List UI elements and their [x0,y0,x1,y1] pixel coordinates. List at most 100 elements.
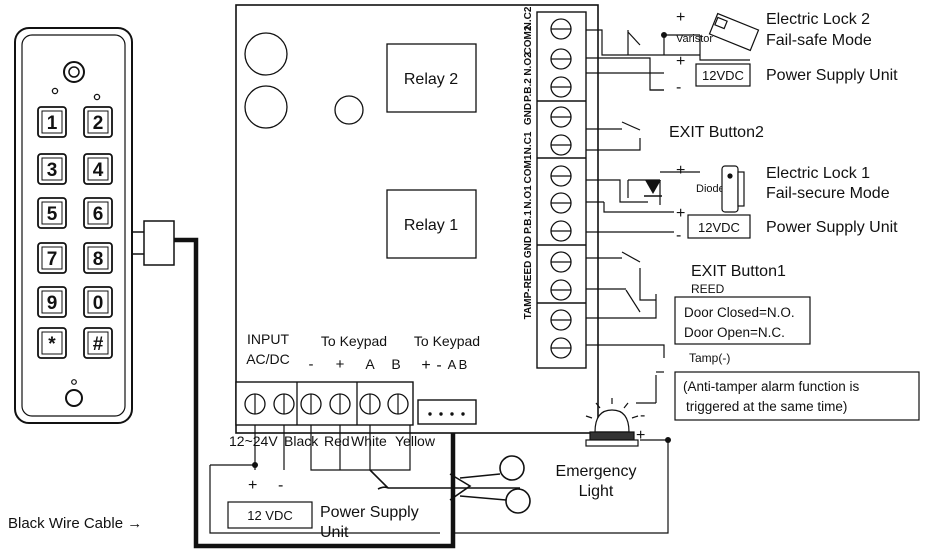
svg-text:-: - [640,407,645,424]
psu-mid-label: Power Supply Unit [766,219,898,236]
led-indicator-left [51,87,59,95]
svg-text:+: + [676,53,685,70]
keypad-key-label: 9 [47,293,58,314]
keypad-key-label: 0 [93,293,104,314]
black-wire-cable [174,237,456,549]
to-keypad-pin: A [365,356,375,372]
relay-2 [386,43,477,113]
psu-top-box [695,63,751,87]
to-keypad-label-2: To Keypad [414,333,480,349]
terminal-label: COM2 [523,25,534,54]
voltage-label: 12~24V [229,433,278,449]
terminal-label: TAMP-REED [523,261,534,320]
keypad-key-label: 8 [93,249,104,270]
keypad-key [83,286,113,318]
keypad-key-label: 4 [93,160,104,181]
svg-text:Relay 1: Relay 1 [404,217,458,234]
psu-top-label: Power Supply Unit [766,67,898,84]
right-wiring [209,29,750,534]
emergency-light-label-2: Light [579,483,614,500]
keypad-key-label: 3 [47,160,58,181]
terminal-label: N.C1 [523,131,534,154]
psu-bottom-box [227,501,313,529]
control-board: Relay 2 Relay 1 N.C2COM2N.O2P.B.2GNDN.C1… [235,4,599,434]
electric-lock-1-label: Electric Lock 1 [766,165,870,182]
tamp-label: Tamp(-) [689,351,730,365]
wire-red-label: Red [324,433,350,449]
terminal-label: P.B.1 [523,210,534,234]
svg-text:(Anti-tamper alarm function is: (Anti-tamper alarm function is [683,379,860,394]
keypad-key [83,106,113,138]
to-keypad-2-pin: B [459,357,468,372]
keypad-key [37,327,67,359]
svg-text:12VDC: 12VDC [698,220,740,235]
diode-icon [644,180,662,197]
exit-button-1-label: EXIT Button1 [691,263,786,280]
to-keypad-pin: - [309,356,314,373]
keypad-key [83,153,113,185]
terminal-label: N.O1 [523,185,534,209]
keypad-key [37,153,67,185]
keypad-key-label: 6 [93,204,104,225]
reed-label: REED [691,282,725,296]
to-keypad-2-pin: A [448,357,457,372]
electric-lock-1-icon [721,165,745,213]
terminal-label: P.B.2 [523,78,534,102]
keypad-key-label: 2 [93,113,104,134]
keypad-key-label: * [48,334,56,355]
doorbell-button-icon [65,389,83,407]
keypad-key [83,197,113,229]
input-acdc-label: AC/DC [246,351,290,367]
svg-text:Relay 2: Relay 2 [404,71,458,88]
wire-black-label: Black [284,433,319,449]
keypad-key-label: 1 [47,113,58,134]
terminal-label: N.O2 [523,52,534,76]
emergency-light-icon [585,398,639,447]
black-wire-cable-label: Black Wire Cable → [8,515,142,532]
terminal-label: GND [523,103,534,125]
svg-text:-: - [676,227,681,244]
to-keypad-2-pin: + [421,357,430,374]
svg-text:Door Open=N.C.: Door Open=N.C. [684,325,785,340]
diode-label: Diode [696,183,725,195]
scissors-icon [369,455,531,514]
psu-bottom-label: Power Supply [320,504,419,521]
relay-terminal-block [536,11,587,369]
terminal-label: COM1 [523,154,534,183]
svg-text:-: - [278,477,283,494]
psu-bottom-label-2: Unit [320,524,349,541]
keypad-cable-connector [143,220,175,266]
electric-lock-1-mode: Fail-secure Mode [766,185,890,202]
keypad-connector [417,399,477,425]
to-keypad-pin: B [391,356,400,372]
led-indicator-right [93,93,101,101]
electric-lock-2-mode: Fail-safe Mode [766,32,872,49]
terminal-label: GND [523,236,534,258]
svg-text:+: + [248,477,257,494]
svg-text:triggered at the same time): triggered at the same time) [686,399,847,414]
keypad-key [37,106,67,138]
svg-text:Door Closed=N.O.: Door Closed=N.O. [684,305,795,320]
electric-lock-2-icon [708,12,760,52]
electric-lock-2-label: Electric Lock 2 [766,11,870,28]
psu-mid-box [687,214,751,239]
keypad-key-label: 5 [47,204,58,225]
input-label: INPUT [247,331,289,347]
reed-info-box [674,296,811,345]
relay-1 [386,189,477,259]
svg-text:+: + [636,427,645,444]
svg-text:-: - [676,79,681,96]
varistor-label: Varistor [676,33,713,45]
svg-text:12VDC: 12VDC [702,68,744,83]
keypad-key [37,197,67,229]
svg-text:+: + [676,162,685,179]
wire-white-label: White [351,433,387,449]
keypad-key-label: # [93,334,104,355]
svg-text:+: + [676,205,685,222]
doorbell-led [71,379,77,385]
terminal-label: N.C2 [523,6,534,29]
to-keypad-label-1: To Keypad [321,333,387,349]
to-keypad-2-pin: - [436,357,441,374]
